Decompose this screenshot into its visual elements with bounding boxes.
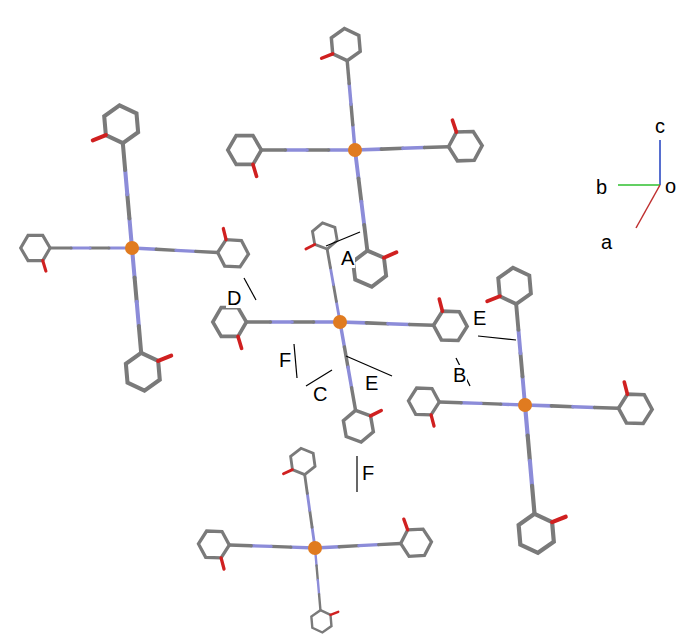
contact-label: A	[340, 248, 355, 268]
contact-label: F	[361, 463, 375, 483]
axis-label: o	[664, 176, 677, 196]
contact-label: E	[472, 308, 487, 328]
molecule	[198, 447, 433, 634]
contact-label: E	[364, 373, 379, 393]
molecule	[408, 266, 653, 554]
axis-label: b	[595, 177, 608, 197]
axis-label: a	[600, 232, 613, 252]
contact-label: C	[312, 384, 328, 404]
contact-label: F	[278, 350, 292, 370]
axis-label: c	[654, 116, 666, 136]
molecule	[213, 221, 468, 445]
contact-label: D	[226, 288, 242, 308]
contact-label: B	[452, 365, 467, 385]
contact-line	[244, 232, 516, 492]
axis-triad	[618, 140, 660, 228]
molecule	[228, 27, 483, 288]
molecule	[21, 104, 250, 392]
